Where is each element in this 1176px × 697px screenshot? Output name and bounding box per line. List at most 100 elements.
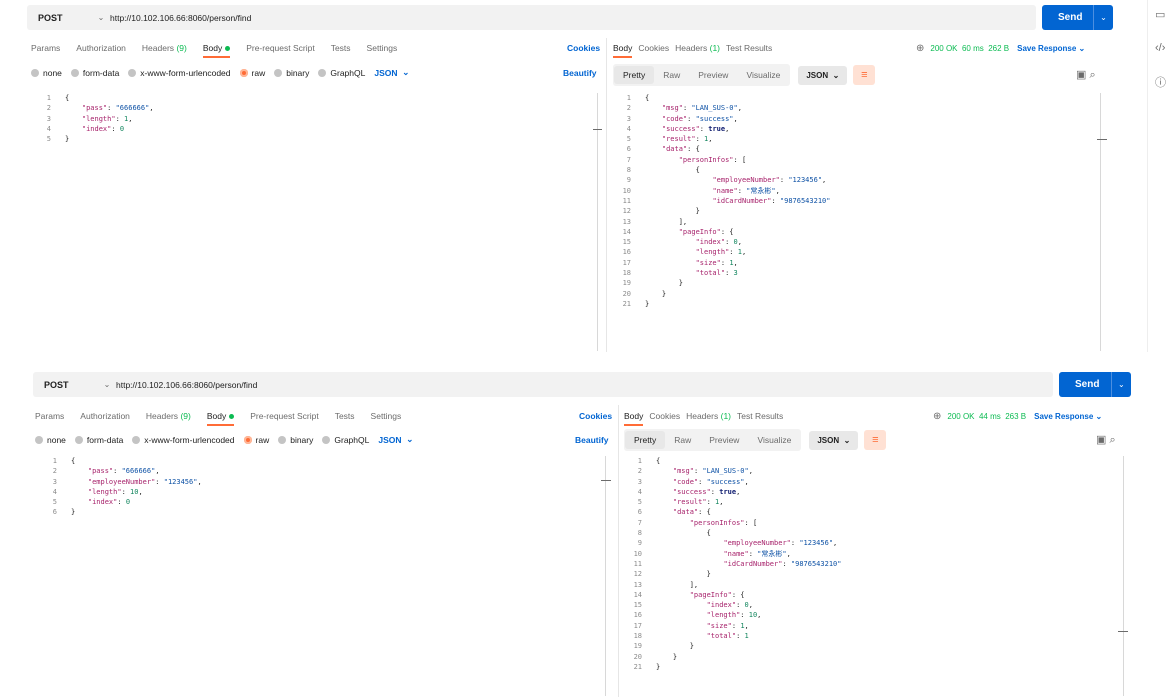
method-select[interactable]: POST — [38, 12, 63, 23]
pane-divider[interactable] — [606, 38, 607, 352]
radio-graphql[interactable]: GraphQL — [322, 435, 369, 445]
wrap-lines-icon[interactable]: ≡ — [864, 430, 887, 450]
radio-urlencoded[interactable]: x-www-form-urlencoded — [132, 435, 235, 445]
scrollbar[interactable] — [1123, 456, 1124, 696]
code-line: "size": 1, — [706, 621, 749, 630]
view-format-select[interactable]: JSON ⌄ — [798, 65, 848, 85]
url-input[interactable]: http://10.102.106.66:8060/person/find — [116, 379, 258, 390]
beautify-button[interactable]: Beautify — [575, 435, 609, 445]
response-tabs: Body Cookies Headers (1) Test Results — [613, 39, 788, 58]
tab-pre-request-script[interactable]: Pre-request Script — [246, 43, 315, 53]
tab-pretty[interactable]: Pretty — [614, 66, 655, 84]
tab-pretty[interactable]: Pretty — [625, 431, 666, 449]
line-numbers: 1 2 3 4 5 6 — [33, 456, 57, 518]
tab-preview[interactable]: Preview — [709, 435, 740, 445]
save-response-button[interactable]: Save Response ⌄ — [1017, 44, 1086, 53]
tab-headers[interactable]: Headers (9) — [146, 411, 191, 421]
radio-raw[interactable]: raw — [239, 68, 265, 78]
radio-urlencoded[interactable]: x-www-form-urlencoded — [128, 68, 231, 78]
tab-preview[interactable]: Preview — [698, 70, 729, 80]
search-icon[interactable]: ⌕ — [1089, 69, 1096, 81]
tab-headers[interactable]: Headers (9) — [142, 43, 187, 53]
tab-response-body[interactable]: Body — [624, 411, 644, 426]
chevron-down-icon[interactable]: ⌄ — [103, 380, 111, 389]
tab-settings[interactable]: Settings — [366, 43, 398, 53]
url-input[interactable]: http://10.102.106.66:8060/person/find — [110, 12, 252, 23]
globe-icon[interactable]: ⊕ — [933, 411, 942, 422]
radio-none[interactable]: none — [35, 435, 66, 445]
radio-form-data[interactable]: form-data — [70, 68, 119, 78]
radio-icon — [322, 435, 331, 444]
tab-authorization[interactable]: Authorization — [76, 43, 126, 53]
radio-none[interactable]: none — [31, 68, 62, 78]
code-line: "employeeNumber": "123456", — [87, 477, 202, 486]
line-number: 12 — [622, 207, 631, 216]
tab-response-headers[interactable]: Headers (1) — [675, 43, 720, 53]
radio-binary[interactable]: binary — [278, 435, 313, 445]
tab-visualize[interactable]: Visualize — [746, 70, 781, 80]
cookies-link[interactable]: Cookies — [567, 43, 601, 53]
chevron-down-icon[interactable]: ⌄ — [1110, 372, 1131, 397]
tab-response-body[interactable]: Body — [613, 43, 633, 58]
tab-tests[interactable]: Tests — [330, 43, 351, 53]
info-icon[interactable]: ⓘ — [1155, 77, 1166, 89]
line-number: 2 — [52, 467, 57, 476]
scroll-thumb[interactable] — [1097, 139, 1107, 140]
request-body-editor[interactable]: 1 2 3 4 5 6 { "pass": "666666", "employe… — [33, 456, 615, 696]
tab-visualize[interactable]: Visualize — [757, 435, 792, 445]
tab-response-cookies[interactable]: Cookies — [638, 43, 670, 53]
beautify-button[interactable]: Beautify — [563, 68, 597, 78]
globe-icon[interactable]: ⊕ — [916, 43, 925, 54]
json-key: "pageInfo" — [689, 590, 732, 599]
copy-icon[interactable]: ▣ — [1076, 69, 1087, 81]
tab-test-results[interactable]: Test Results — [737, 411, 784, 421]
tab-tests[interactable]: Tests — [334, 411, 355, 421]
scroll-thumb[interactable] — [601, 480, 611, 481]
response-body-viewer[interactable]: 1 2 3 4 5 6 7 8 9 10 11 12 13 14 15 16 1… — [607, 93, 1107, 351]
scrollbar[interactable] — [597, 93, 598, 351]
request-body-editor[interactable]: 1 2 3 4 5 { "pass": "666666", "length": … — [27, 93, 603, 351]
json-number: 3 — [733, 269, 738, 278]
json-string: "123456" — [788, 176, 823, 185]
scrollbar[interactable] — [605, 456, 606, 696]
format-select[interactable]: JSON ⌄ — [378, 434, 413, 445]
save-response-button[interactable]: Save Response ⌄ — [1034, 412, 1103, 421]
tab-settings[interactable]: Settings — [370, 411, 402, 421]
tab-test-results[interactable]: Test Results — [726, 43, 773, 53]
json-key: "length" — [695, 248, 730, 257]
copy-icon[interactable]: ▣ — [1096, 434, 1107, 446]
radio-graphql[interactable]: GraphQL — [318, 68, 365, 78]
line-number: 20 — [622, 289, 631, 298]
tab-response-cookies[interactable]: Cookies — [649, 411, 681, 421]
tab-response-headers[interactable]: Headers (1) — [686, 411, 731, 421]
tab-body[interactable]: Body — [206, 411, 235, 426]
chevron-down-icon[interactable]: ⌄ — [1093, 5, 1113, 30]
radio-form-data[interactable]: form-data — [74, 435, 123, 445]
tab-authorization[interactable]: Authorization — [80, 411, 130, 421]
send-button[interactable]: Send ⌄ — [1042, 5, 1113, 30]
chevron-down-icon[interactable]: ⌄ — [97, 13, 105, 22]
scroll-thumb[interactable] — [1118, 631, 1128, 632]
scrollbar[interactable] — [1100, 93, 1101, 351]
view-format-select[interactable]: JSON ⌄ — [809, 430, 859, 450]
cookies-link[interactable]: Cookies — [579, 411, 613, 421]
pane-divider[interactable] — [618, 405, 619, 697]
tab-pre-request-script[interactable]: Pre-request Script — [250, 411, 319, 421]
radio-binary[interactable]: binary — [274, 68, 309, 78]
tab-params[interactable]: Params — [35, 411, 65, 421]
json-key: "length" — [706, 611, 741, 620]
search-icon[interactable]: ⌕ — [1109, 434, 1116, 446]
tab-params[interactable]: Params — [31, 43, 61, 53]
tab-raw[interactable]: Raw — [663, 70, 681, 80]
format-select[interactable]: JSON ⌄ — [374, 67, 409, 78]
tab-body[interactable]: Body — [202, 43, 231, 58]
response-body-viewer[interactable]: 1 2 3 4 5 6 7 8 9 10 11 12 13 14 15 16 1… — [618, 456, 1130, 696]
comment-icon[interactable]: ▭ — [1155, 9, 1166, 21]
tab-raw[interactable]: Raw — [674, 435, 692, 445]
send-button[interactable]: Send ⌄ — [1059, 372, 1131, 397]
scroll-thumb[interactable] — [593, 129, 602, 130]
method-select[interactable]: POST — [44, 379, 69, 390]
wrap-lines-icon[interactable]: ≡ — [853, 65, 876, 85]
code-icon[interactable]: ‹/› — [1155, 42, 1166, 54]
radio-raw[interactable]: raw — [243, 435, 269, 445]
